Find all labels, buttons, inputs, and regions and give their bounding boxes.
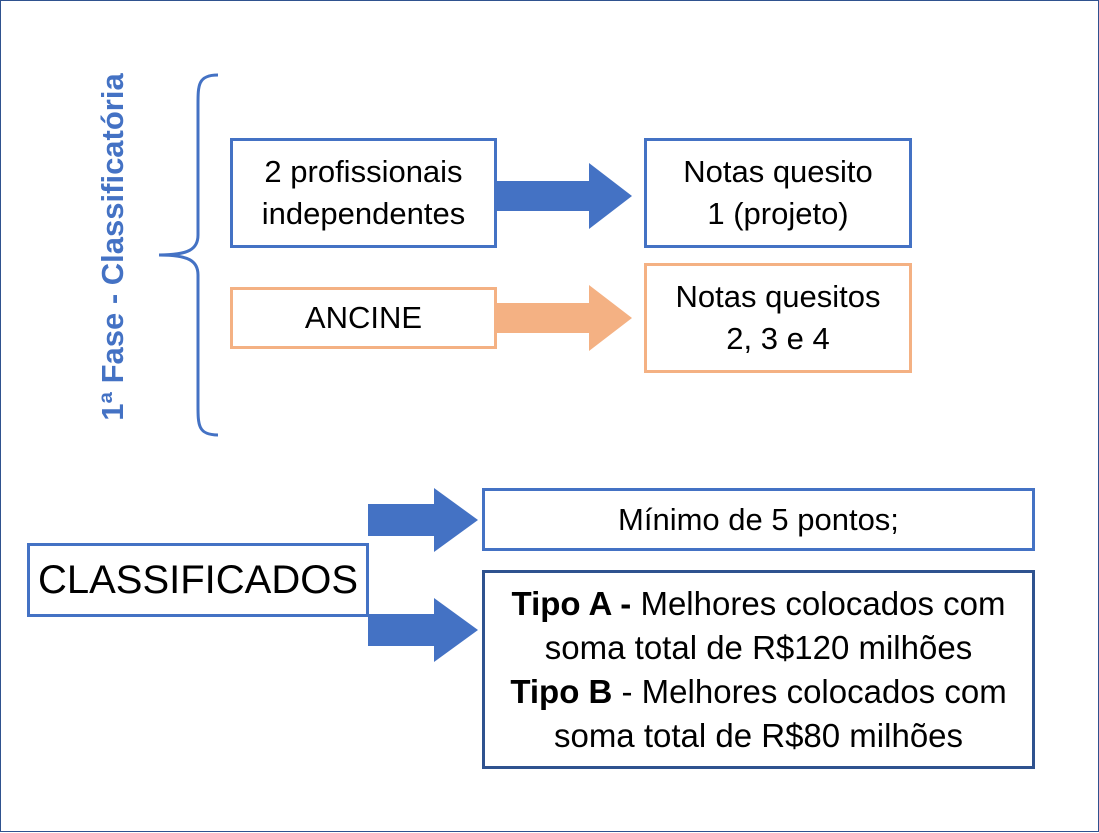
tipo-b-text-2: soma total de R$80 milhões bbox=[553, 716, 964, 754]
arrow-classificados-to-tipos bbox=[368, 598, 478, 662]
notas-q234-line-2: 2, 3 e 4 bbox=[726, 321, 830, 356]
tipo-a-line-1: Tipo A - Melhores colocados com bbox=[510, 582, 1006, 626]
box-ancine: ANCINE bbox=[230, 287, 497, 349]
arrow-classificados-to-minimo bbox=[368, 488, 478, 552]
notas-q1-line-2: 1 (projeto) bbox=[707, 196, 849, 231]
profissionais-line-1: 2 profissionais bbox=[264, 154, 463, 189]
notas-q1-line-1: Notas quesito bbox=[683, 154, 873, 189]
box-notas-quesito-1: Notas quesito 1 (projeto) bbox=[644, 138, 912, 248]
classificados-label: CLASSIFICADOS bbox=[37, 557, 359, 602]
box-notas-quesitos-234: Notas quesitos 2, 3 e 4 bbox=[644, 263, 912, 373]
box-minimo-pontos: Mínimo de 5 pontos; bbox=[482, 488, 1035, 551]
ancine-label: ANCINE bbox=[304, 300, 423, 335]
tipo-a-label: Tipo A - bbox=[511, 584, 632, 622]
box-profissionais: 2 profissionais independentes bbox=[230, 138, 497, 248]
curly-brace bbox=[158, 73, 219, 437]
arrow-profissionais-to-notas bbox=[497, 163, 632, 229]
phase-label: 1ª Fase - Classificatória bbox=[95, 73, 130, 421]
box-classificados: CLASSIFICADOS bbox=[27, 543, 369, 617]
box-tipos: Tipo A - Melhores colocados com soma tot… bbox=[482, 570, 1035, 769]
tipo-b-label: Tipo B bbox=[510, 672, 613, 710]
tipo-b-text-1: - Melhores colocados com bbox=[612, 672, 1007, 710]
tipo-a-text-2: soma total de R$120 milhões bbox=[544, 628, 973, 666]
profissionais-line-2: independentes bbox=[261, 196, 466, 231]
tipo-a-text-1: Melhores colocados com bbox=[631, 584, 1006, 622]
tipo-b-line-1: Tipo B - Melhores colocados com bbox=[510, 670, 1006, 714]
notas-q234-line-1: Notas quesitos bbox=[675, 279, 881, 314]
arrow-ancine-to-notas bbox=[497, 285, 632, 351]
minimo-label: Mínimo de 5 pontos; bbox=[618, 501, 899, 537]
